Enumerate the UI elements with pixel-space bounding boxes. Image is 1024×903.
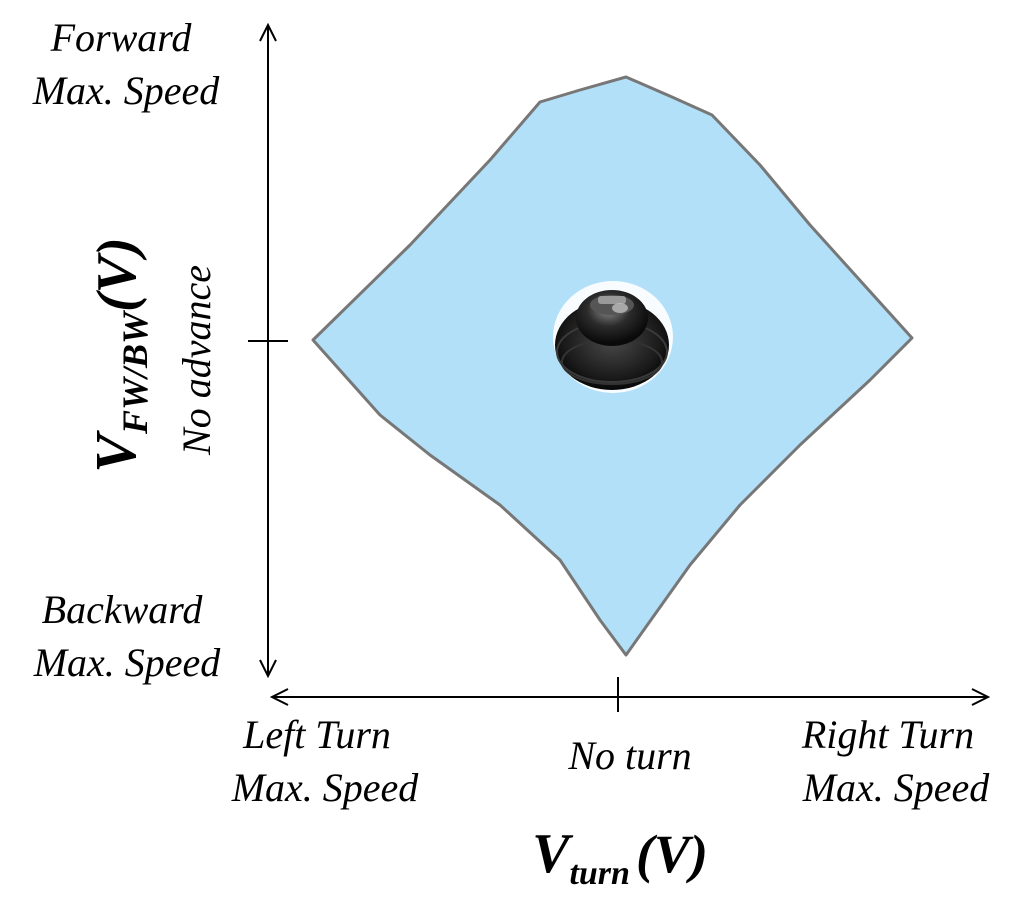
right-turn-max-speed-label: Right Turn Max. Speed <box>801 712 990 810</box>
backward-max-speed-label: Backward Max. Speed <box>33 587 222 685</box>
horizontal-axis-title: Vturn(V) <box>532 823 708 892</box>
forward-max-speed-label: Forward Max. Speed <box>32 15 221 113</box>
vertical-axis-title: VFW/BW(V) <box>83 237 155 472</box>
no-turn-label: No turn <box>567 733 691 778</box>
no-advance-label: No advance <box>174 265 219 456</box>
joystick-knob-icon <box>553 281 673 393</box>
left-turn-max-speed-label: Left Turn Max. Speed <box>231 712 420 810</box>
